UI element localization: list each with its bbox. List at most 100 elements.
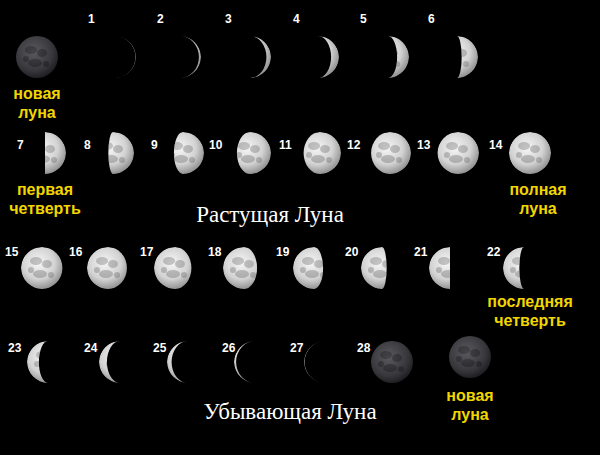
moon [304, 341, 346, 383]
moon-spot [464, 157, 470, 163]
moon-spot [241, 155, 255, 163]
moon-lit-part [92, 132, 134, 174]
moon-spot [530, 145, 540, 153]
moon-disk [229, 132, 271, 174]
moon-spot [99, 270, 113, 278]
moon-lit-part [293, 247, 335, 289]
moon-lit-part [304, 341, 346, 383]
phase-number: 14 [489, 138, 502, 152]
moon [437, 132, 479, 174]
moon-spot [94, 267, 100, 273]
moon-spot [42, 260, 52, 268]
phase-number: 4 [293, 12, 300, 26]
moon-lit-part [297, 36, 339, 78]
moon-spot [458, 145, 468, 153]
moon-spot [392, 354, 402, 362]
moon-spot [512, 257, 524, 265]
moon-disk [27, 341, 69, 383]
moon-group [16, 36, 551, 383]
moon-disk [159, 36, 201, 78]
phase-number: 6 [428, 12, 435, 26]
phase-number: 10 [209, 138, 222, 152]
moon-spot [121, 61, 127, 67]
moon [27, 341, 69, 383]
moon-spot [449, 155, 463, 163]
moon-spot [103, 46, 115, 54]
moon-spot [396, 157, 402, 163]
moon-spot [236, 56, 242, 62]
phase-number: 18 [208, 245, 221, 259]
moon-spot [235, 270, 249, 278]
moon [24, 132, 66, 174]
moon-spot [470, 349, 480, 357]
moon-spot [255, 354, 265, 362]
moon-disk [223, 247, 265, 289]
moon-spot [306, 152, 312, 158]
moon-disk [436, 36, 478, 78]
moon-spot [194, 366, 200, 372]
moon-disk [167, 341, 209, 383]
phase-number: 2 [157, 12, 164, 26]
moon [503, 247, 545, 289]
moon-spot [166, 270, 180, 278]
moon-spot [106, 59, 120, 67]
moon-spot [176, 351, 188, 359]
moon-spot [101, 56, 107, 62]
moon [94, 36, 136, 78]
moon-lit-part [369, 132, 411, 174]
moon-disk [229, 36, 271, 78]
section-heading: Убывающая Луна [203, 399, 376, 425]
moon-spot [450, 260, 460, 268]
phase-number: 12 [347, 138, 360, 152]
new-moon-disk [449, 336, 491, 378]
moon-spot [380, 351, 392, 359]
moon-spot [236, 152, 242, 158]
moon-spot [256, 157, 262, 163]
moon-spot [175, 260, 185, 268]
moon [229, 36, 271, 78]
moon-spot [370, 257, 382, 265]
moon-spot [238, 142, 250, 150]
moon-spot [174, 361, 180, 367]
new-moon-disk [371, 341, 413, 383]
moon [429, 247, 471, 289]
moon [87, 247, 129, 289]
moon-spot [54, 366, 60, 372]
moon [162, 132, 204, 174]
moon-lit-part [21, 247, 63, 289]
moon [99, 341, 141, 383]
moon [509, 132, 551, 174]
moon-spot [390, 145, 400, 153]
phase-number: 3 [225, 12, 232, 26]
moon-spot [306, 46, 318, 54]
moon-lit-part [162, 132, 204, 174]
phase-number: 22 [487, 245, 500, 259]
moon-disk [299, 132, 341, 174]
moon-lit-part [509, 132, 551, 174]
moon-spot [250, 49, 260, 57]
phase-caption: последняя четверть [487, 292, 572, 330]
moon-disk [24, 132, 66, 174]
moon-lit-part [159, 36, 201, 78]
moon-spot [320, 145, 330, 153]
moon-spot [120, 354, 130, 362]
moon-disk [367, 36, 409, 78]
moon-disk [509, 132, 551, 174]
moon-spot [169, 152, 175, 158]
moon-spot [510, 267, 516, 273]
moon-disk [304, 341, 346, 383]
moon-spot [161, 267, 167, 273]
moon-spot [241, 59, 255, 67]
moon-spot [246, 364, 260, 372]
moon-spot [441, 270, 455, 278]
moon-disk [94, 36, 136, 78]
moon-disk [437, 132, 479, 174]
moon-spot [101, 142, 113, 150]
moon-spot [36, 351, 48, 359]
moon-spot [30, 257, 42, 265]
moon [449, 336, 491, 378]
moon-spot [388, 272, 394, 278]
divider-line [0, 236, 600, 238]
moon-spot [311, 155, 325, 163]
moon-spot [521, 155, 535, 163]
